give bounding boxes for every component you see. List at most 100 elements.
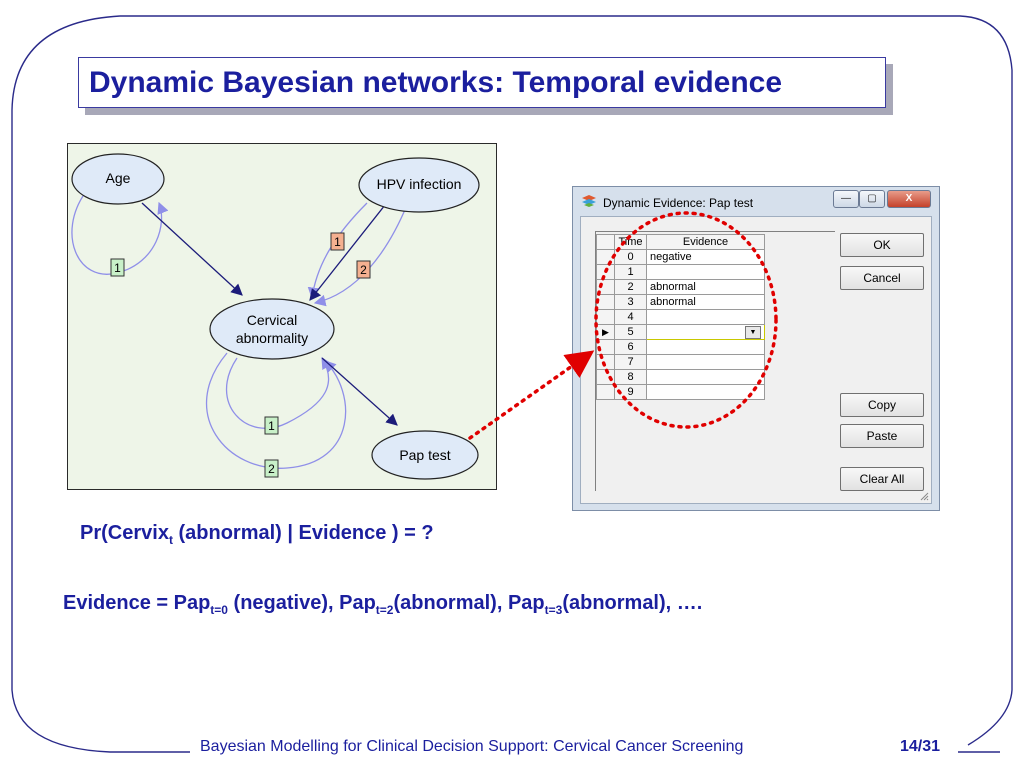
evidence-cell[interactable] xyxy=(646,309,765,325)
evidence-table: Time Evidence 0 negative 1 xyxy=(596,234,765,400)
subscript-t0: t=0 xyxy=(210,603,228,617)
time-cell: 2 xyxy=(614,279,647,295)
maximize-button[interactable]: ▢ xyxy=(859,190,885,208)
cervical-abnormality-node[interactable]: Cervical abnormality xyxy=(209,298,335,360)
subscript-t3: t=3 xyxy=(544,603,563,617)
dynamic-evidence-dialog: Dynamic Evidence: Pap test — ▢ X Time Ev… xyxy=(572,186,940,511)
table-row[interactable]: 9 xyxy=(596,384,765,400)
column-header-time: Time xyxy=(614,234,647,250)
evidence-cell[interactable]: negative xyxy=(646,249,765,265)
table-row[interactable]: 2 abnormal xyxy=(596,279,765,295)
page-number: 14/31 xyxy=(900,738,941,755)
time-cell: 0 xyxy=(614,249,647,265)
row-selector[interactable] xyxy=(596,294,615,310)
query-subscript: t xyxy=(168,533,173,547)
column-header-evidence: Evidence xyxy=(646,234,765,250)
slide-title: Dynamic Bayesian networks: Temporal evid… xyxy=(89,66,783,99)
paste-button[interactable]: Paste xyxy=(840,424,924,448)
age-self-label: 1 xyxy=(110,258,125,277)
evidence-text-b: (negative), Pap xyxy=(227,592,376,614)
svg-text:Age: Age xyxy=(106,170,131,186)
probability-query: Pr(Cervixt (abnormal) | Evidence ) = ? xyxy=(80,522,434,547)
close-button[interactable]: X xyxy=(887,190,931,208)
evidence-cell[interactable] xyxy=(646,264,765,280)
time-cell: 4 xyxy=(614,309,647,325)
row-selector[interactable] xyxy=(596,264,615,280)
query-text: Pr(Cervix xyxy=(80,522,169,544)
current-row-pointer-icon[interactable]: ▶ xyxy=(596,324,615,340)
table-row[interactable]: 6 xyxy=(596,339,765,355)
row-selector[interactable] xyxy=(596,354,615,370)
hpv-to-cervix-arrow xyxy=(309,204,386,301)
svg-text:1: 1 xyxy=(114,261,121,275)
row-selector[interactable] xyxy=(596,384,615,400)
evidence-text-d: (abnormal), …. xyxy=(562,592,703,614)
pap-test-node[interactable]: Pap test xyxy=(371,430,479,480)
time-cell: 1 xyxy=(614,264,647,280)
bayesian-network-diagram: 1 1 2 1 2 Age HPV infection Cervical abn… xyxy=(67,143,497,490)
evidence-cell[interactable] xyxy=(646,339,765,355)
svg-text:2: 2 xyxy=(268,462,275,476)
footer-text: Bayesian Modelling for Clinical Decision… xyxy=(200,738,744,755)
time-cell: 5 xyxy=(614,324,647,340)
title-box: Dynamic Bayesian networks: Temporal evid… xyxy=(78,57,886,108)
evidence-cell[interactable]: abnormal xyxy=(646,279,765,295)
hpv-to-cervix-loop-1 xyxy=(307,202,368,300)
dialog-client-area: Time Evidence 0 negative 1 xyxy=(580,216,932,504)
row-selector[interactable] xyxy=(596,279,615,295)
minimize-button[interactable]: — xyxy=(833,190,859,208)
ok-button[interactable]: OK xyxy=(840,233,924,257)
row-selector[interactable] xyxy=(596,369,615,385)
evidence-cell[interactable] xyxy=(646,369,765,385)
svg-text:1: 1 xyxy=(334,235,341,249)
age-to-cervix-arrow xyxy=(141,202,243,296)
row-selector-header xyxy=(596,234,615,250)
subscript-t2: t=2 xyxy=(375,603,394,617)
dialog-title: Dynamic Evidence: Pap test xyxy=(603,196,754,210)
evidence-statement: Evidence = Papt=0 (negative), Papt=2 (abn… xyxy=(63,592,702,617)
table-row[interactable]: 1 xyxy=(596,264,765,280)
age-node[interactable]: Age xyxy=(71,153,165,205)
row-selector[interactable] xyxy=(596,309,615,325)
resize-grip-icon[interactable] xyxy=(919,491,929,501)
svg-text:abnormality: abnormality xyxy=(236,330,308,346)
evidence-grid[interactable]: Time Evidence 0 negative 1 xyxy=(595,231,835,491)
clear-all-button[interactable]: Clear All xyxy=(840,467,924,491)
table-row[interactable]: 4 xyxy=(596,309,765,325)
row-selector[interactable] xyxy=(596,249,615,265)
hpv-infection-node[interactable]: HPV infection xyxy=(358,157,480,213)
time-cell: 8 xyxy=(614,369,647,385)
table-header-row: Time Evidence xyxy=(596,234,765,250)
app-icon xyxy=(582,195,596,207)
cervix-self-loop-2 xyxy=(205,352,347,469)
svg-text:1: 1 xyxy=(268,419,275,433)
time-cell: 3 xyxy=(614,294,647,310)
table-row[interactable]: 3 abnormal xyxy=(596,294,765,310)
table-row-active[interactable]: ▶ 5 ▼ xyxy=(596,324,765,340)
copy-button[interactable]: Copy xyxy=(840,393,924,417)
evidence-cell[interactable] xyxy=(646,384,765,400)
evidence-cell[interactable]: abnormal xyxy=(646,294,765,310)
table-row[interactable]: 8 xyxy=(596,369,765,385)
row-selector[interactable] xyxy=(596,339,615,355)
time-cell: 6 xyxy=(614,339,647,355)
cervix-self-loop-1 xyxy=(225,356,333,429)
svg-text:2: 2 xyxy=(360,263,367,277)
evidence-dropdown[interactable]: ▼ xyxy=(646,324,765,340)
cancel-button[interactable]: Cancel xyxy=(840,266,924,290)
svg-text:HPV infection: HPV infection xyxy=(377,176,462,192)
hpv-label-1: 1 xyxy=(330,232,345,251)
cervix-self-label-1: 1 xyxy=(264,416,279,435)
table-row[interactable]: 0 negative xyxy=(596,249,765,265)
evidence-text-a: Evidence = Pap xyxy=(63,592,211,614)
time-cell: 7 xyxy=(614,354,647,370)
time-cell: 9 xyxy=(614,384,647,400)
table-row[interactable]: 7 xyxy=(596,354,765,370)
evidence-cell[interactable] xyxy=(646,354,765,370)
svg-text:Cervical: Cervical xyxy=(247,312,298,328)
query-text-end: (abnormal) | Evidence ) = ? xyxy=(172,522,434,544)
hpv-label-2: 2 xyxy=(356,260,371,279)
chevron-down-icon[interactable]: ▼ xyxy=(745,326,761,339)
cervix-self-label-2: 2 xyxy=(264,459,279,478)
